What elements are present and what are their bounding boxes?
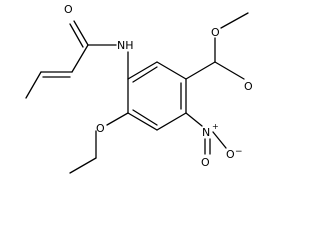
ring-bond (127, 112, 158, 131)
nitro-group (185, 112, 227, 155)
amide-carbonyl-oxygen-label: O (64, 3, 73, 16)
carbonyl-double-bond (73, 20, 89, 46)
structure-canvas: O NH O O O N + O − O (25, 3, 253, 174)
nitro-single-oxygen-label: O (226, 148, 235, 161)
ether-oxygen-label: O (96, 122, 105, 135)
nitro-oxygen-charge-label: − (235, 147, 243, 157)
ring-bond (156, 61, 187, 80)
ester-methoxy-oxygen-label: O (211, 26, 220, 39)
ethyl-ch2-ch3-bond (69, 157, 97, 174)
ring-bond (127, 61, 158, 80)
ring-to-ether-o-bond (106, 112, 129, 126)
methyl-ester-group (185, 12, 249, 80)
nitro-nitrogen-charge-label: + (212, 122, 219, 131)
ester-carbonyl-oxygen-label: O (244, 80, 253, 93)
ethoxy-group (69, 112, 129, 174)
benzene-ring (127, 61, 187, 131)
chemical-structure: O NH O O O N + O − O (25, 3, 253, 174)
nitro-double-oxygen-label: O (201, 156, 210, 169)
crotonamide-group (25, 20, 129, 99)
ring-bond (156, 112, 187, 131)
nitro-n-to-o-bond (212, 131, 227, 149)
ester-c-to-o-bond (214, 61, 245, 80)
ring-to-ester-bond (185, 61, 216, 80)
carbonyl-double-bond-inner (69, 23, 84, 48)
methoxy-o-to-ch3-bond (220, 12, 249, 29)
amide-nitrogen-label: NH (117, 39, 134, 52)
carbonyl-to-alkene-bond (71, 44, 89, 73)
ring-bond-inner (132, 109, 158, 126)
ring-to-nitro-bond (185, 112, 203, 127)
alkene-to-methyl-bond (25, 71, 42, 99)
nitro-nitrogen-label: N (202, 126, 210, 139)
ring-bond-inner (132, 66, 158, 83)
